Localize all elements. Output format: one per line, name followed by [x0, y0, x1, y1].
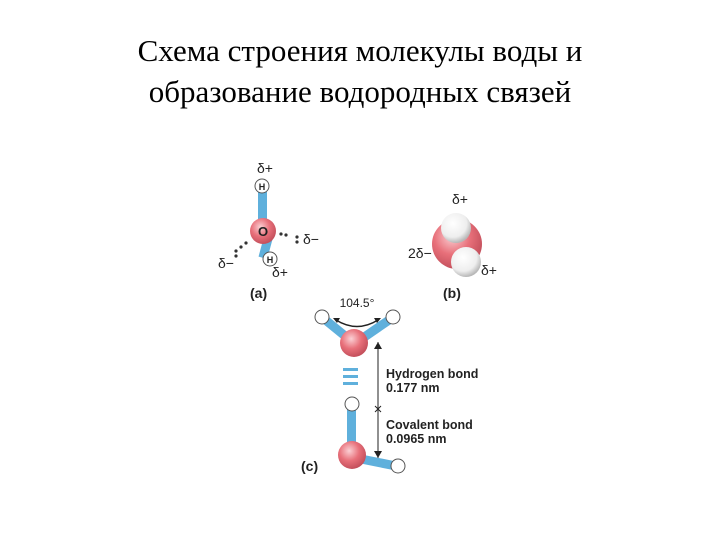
- hydrogen-bond-value: 0.177 nm: [386, 381, 440, 395]
- oxygen-label-a: O: [258, 224, 268, 239]
- dimension-arrow-top: [374, 342, 382, 349]
- caption-a: (a): [250, 285, 267, 301]
- covalent-bond-title: Covalent bond: [386, 418, 473, 432]
- angle-label: 104.5°: [340, 296, 375, 310]
- caption-b: (b): [443, 285, 461, 301]
- hydrogen-atom-c-upper-left: [314, 309, 330, 325]
- hydrogen-atom-b-top: [441, 213, 471, 243]
- title-line-2: образование водородных связей: [148, 74, 572, 109]
- lone-pair-left: [234, 241, 248, 258]
- hydrogen-atom-b-bottom: [451, 247, 481, 277]
- hydrogen-atom-c-lower-right: [390, 458, 406, 474]
- oxygen-atom-c-upper: [340, 329, 368, 357]
- angle-arrow-left: [333, 318, 340, 323]
- hydrogen-atom-c-upper-right: [385, 309, 401, 325]
- charge-b-left: 2δ−: [408, 245, 432, 261]
- page-title: Схема строения молекулы воды и образован…: [0, 30, 720, 112]
- covalent-bond-value: 0.0965 nm: [386, 432, 446, 446]
- hydrogen-bond-dashes: [343, 368, 358, 385]
- bond-a-bottom: [258, 237, 273, 259]
- hydrogen-atom-a-top: [254, 178, 270, 194]
- charge-b-bottom: δ+: [481, 262, 497, 278]
- bond-a-top: [258, 192, 267, 222]
- hydrogen-label-a-top: H: [259, 182, 266, 192]
- angle-arrow-right: [374, 318, 381, 323]
- title-line-1: Схема строения молекулы воды и: [137, 33, 583, 68]
- hydrogen-atom-c-middle: [344, 396, 360, 412]
- panel-b: δ+ 2δ− δ+ (b): [408, 191, 497, 301]
- hydrogen-bond-title: Hydrogen bond: [386, 367, 478, 381]
- hydrogen-atom-a-bottom: [262, 251, 278, 267]
- bond-c-vertical: [347, 405, 356, 445]
- dimension-mid-tick-2: [374, 405, 382, 413]
- hydrogen-label-a-bottom: H: [267, 255, 274, 265]
- charge-a-left: δ−: [218, 255, 234, 271]
- charge-a-bottom-h: δ+: [272, 264, 288, 280]
- lone-pair-right: [279, 232, 299, 244]
- dimension-arrow-bottom: [374, 451, 382, 458]
- charge-b-top: δ+: [452, 191, 468, 207]
- charge-a-right: δ−: [303, 231, 319, 247]
- panel-a: O H H δ+ δ+ δ− δ− (a): [218, 160, 319, 301]
- angle-arc: [335, 319, 379, 328]
- panel-c: 104.5° Hydrogen bond 0.177 nm Covalent b…: [301, 296, 478, 474]
- oxygen-atom-c-lower: [338, 441, 366, 469]
- charge-a-top-h: δ+: [257, 160, 273, 176]
- caption-c: (c): [301, 458, 318, 474]
- oxygen-atom-a: [250, 218, 276, 244]
